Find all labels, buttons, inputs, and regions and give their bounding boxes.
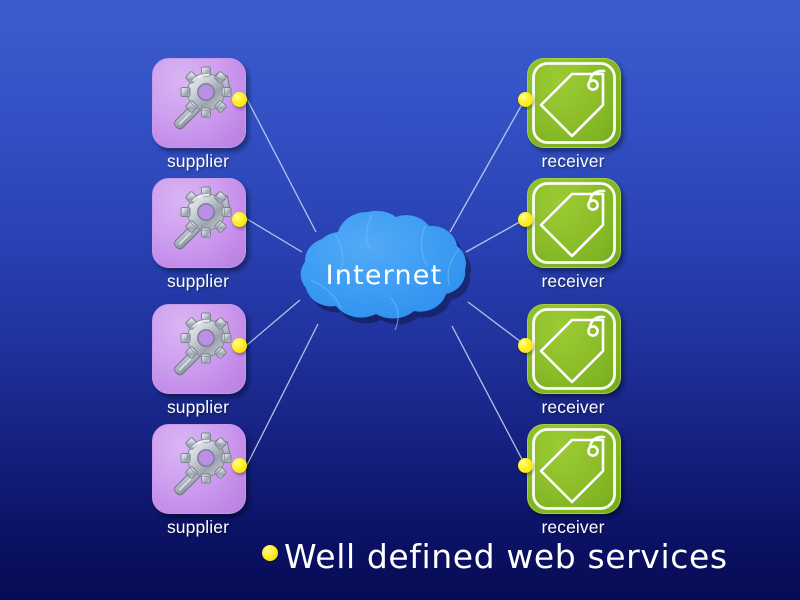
gear-wrench-icon bbox=[174, 66, 232, 130]
node-receiver-2[interactable]: receiver bbox=[527, 178, 621, 291]
receiver-tile[interactable] bbox=[527, 424, 621, 514]
supplier-label: supplier bbox=[166, 397, 230, 417]
receiver-tile[interactable] bbox=[527, 178, 621, 268]
supplier-label: supplier bbox=[166, 271, 230, 291]
node-supplier-3[interactable]: supplier bbox=[152, 304, 246, 417]
price-tag-icon bbox=[532, 62, 616, 144]
supplier-tile[interactable] bbox=[152, 424, 246, 514]
cloud-shape bbox=[300, 210, 471, 331]
gear-wrench-icon bbox=[174, 186, 232, 250]
supplier-label: supplier bbox=[166, 517, 230, 537]
gear-wrench-icon bbox=[174, 312, 232, 376]
connector-dot-receiver-4 bbox=[518, 458, 533, 473]
node-supplier-2[interactable]: supplier bbox=[152, 178, 246, 291]
receiver-tile[interactable] bbox=[527, 58, 621, 148]
bullet-dot-icon bbox=[262, 545, 278, 561]
supplier-tile[interactable] bbox=[152, 178, 246, 268]
connector-dot-supplier-2 bbox=[232, 212, 247, 227]
node-supplier-1[interactable]: supplier bbox=[152, 58, 246, 171]
receiver-tile[interactable] bbox=[527, 304, 621, 394]
connector-dot-supplier-3 bbox=[232, 338, 247, 353]
receiver-label: receiver bbox=[541, 397, 605, 417]
internet-cloud: Internet bbox=[275, 202, 493, 352]
node-receiver-4[interactable]: receiver bbox=[527, 424, 621, 537]
connector-dot-receiver-1 bbox=[518, 92, 533, 107]
price-tag-icon bbox=[532, 182, 616, 264]
connector-dot-supplier-4 bbox=[232, 458, 247, 473]
receiver-label: receiver bbox=[541, 271, 605, 291]
supplier-tile[interactable] bbox=[152, 58, 246, 148]
node-receiver-3[interactable]: receiver bbox=[527, 304, 621, 417]
bullet-text: Well defined web services bbox=[284, 537, 728, 576]
receiver-label: receiver bbox=[541, 151, 605, 171]
node-receiver-1[interactable]: receiver bbox=[527, 58, 621, 171]
connector-dot-supplier-1 bbox=[232, 92, 247, 107]
bullet-line: Well defined web services bbox=[262, 534, 742, 586]
connector-dot-receiver-3 bbox=[518, 338, 533, 353]
price-tag-icon bbox=[532, 428, 616, 510]
cloud-label: Internet bbox=[325, 260, 443, 291]
price-tag-icon bbox=[532, 308, 616, 390]
connector-dot-receiver-2 bbox=[518, 212, 533, 227]
node-supplier-4[interactable]: supplier bbox=[152, 424, 246, 537]
supplier-tile[interactable] bbox=[152, 304, 246, 394]
supplier-label: supplier bbox=[166, 151, 230, 171]
gear-wrench-icon bbox=[174, 432, 232, 496]
receiver-label: receiver bbox=[541, 517, 605, 537]
